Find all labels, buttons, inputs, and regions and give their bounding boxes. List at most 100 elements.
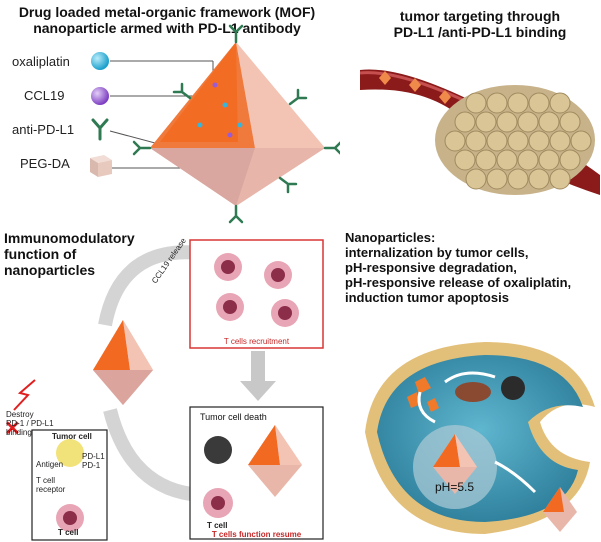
mitochondrion-icon (455, 382, 491, 402)
t-cells-group (214, 253, 299, 327)
np-title-line5: induction tumor apoptosis (345, 290, 509, 305)
t-cell-label: T cell (58, 528, 79, 537)
tumor-sphere (465, 92, 487, 114)
np-title-line4: pH-responsive release of oxaliplatin, (345, 275, 572, 290)
tumor-sphere (465, 168, 487, 190)
arrow-internalization (494, 460, 537, 494)
degraded-fragments (407, 377, 439, 412)
tumor-sphere (486, 168, 508, 190)
immuno-title-line1: Immunomodulatory (4, 230, 135, 246)
peg-da-cube-icon (90, 155, 112, 177)
ph-label: pH=5.5 (435, 480, 475, 494)
legend-label-peg-da: PEG-DA (20, 156, 70, 171)
pd1-label: PD-1 (82, 461, 101, 470)
arrow-down-curve (103, 408, 201, 502)
nanoparticles-in-vessel (379, 71, 451, 104)
mof-octahedron (150, 42, 325, 206)
oxaliplatin-sphere-icon (91, 52, 109, 70)
nanoparticle-title: Nanoparticles: internalization by tumor … (345, 230, 600, 305)
tumor-death-label: Tumor cell death (200, 412, 267, 422)
tumor-sphere (549, 92, 571, 114)
legend-label-anti-pdl1: anti-PD-L1 (12, 122, 75, 137)
immuno-title-line2: function of (4, 246, 77, 262)
dead-tumor-cell-icon (204, 436, 232, 464)
arrow-degradation (417, 391, 436, 424)
antigen-label: Antigen (36, 460, 64, 469)
tumor-sphere (528, 168, 550, 190)
t-cell-label-2: T cell (207, 521, 228, 530)
legend-label-oxaliplatin: oxaliplatin (12, 54, 70, 69)
targeting-title: tumor targeting through PD-L1 /anti-PD-L… (360, 8, 600, 40)
tumor-cell-internalization (365, 342, 595, 534)
tumor-sphere (528, 92, 550, 114)
mof-antibodies (132, 24, 340, 224)
tumor-cells (444, 92, 592, 190)
destroy-line2: PD-1 / PD-L1 (6, 419, 54, 428)
arrow-release (444, 371, 496, 384)
tumor-sphere (507, 92, 529, 114)
tumor-sphere (517, 111, 539, 133)
endosome-nanoparticle (433, 434, 477, 494)
pdl1-label: PD-L1 (82, 452, 105, 461)
tumor-sphere (475, 149, 497, 171)
resume-caption: T cells function resume (211, 530, 302, 539)
arrow-up-curve (98, 245, 201, 327)
targeting-title-line1: tumor targeting through (399, 8, 561, 24)
tumor-sphere (517, 149, 539, 171)
tcr-label: T cell receptor (36, 476, 65, 494)
tumor-sphere (486, 130, 508, 152)
tumor-sphere (475, 111, 497, 133)
np-title-line2: internalization by tumor cells, (345, 245, 529, 260)
tumor-sphere (549, 168, 571, 190)
recruitment-box (189, 239, 324, 349)
tumor-sphere (496, 111, 518, 133)
tumor-sphere (538, 111, 560, 133)
recruitment-caption: T cells recruitment (223, 337, 290, 346)
immuno-illustration: ✕ (4, 239, 324, 541)
mof-title-line2: nanoparticle armed with PD-L1 antibody (33, 20, 301, 36)
mof-legend: oxaliplatin CCL19 anti-PD-L1 PEG-DA (0, 48, 130, 188)
tumor-sphere (538, 149, 560, 171)
immuno-title: Immunomodulatory function of nanoparticl… (4, 230, 154, 278)
tumor-cell-label: Tumor cell (52, 432, 92, 441)
ccl19-sphere-icon (91, 87, 109, 105)
mof-title: Drug loaded metal-organic framework (MOF… (2, 4, 332, 36)
tumor-sphere (465, 130, 487, 152)
np-title-line1: Nanoparticles: (345, 230, 436, 245)
immuno-title-line3: nanoparticles (4, 262, 96, 278)
mof-title-line1: Drug loaded metal-organic framework (MOF… (18, 4, 316, 20)
tumor-sphere (454, 111, 476, 133)
tumor-sphere (570, 130, 592, 152)
tumor-cell-icon (56, 439, 84, 467)
legend-label-ccl19: CCL19 (24, 88, 65, 103)
antibody-icon (91, 118, 109, 141)
tumor-sphere (549, 130, 571, 152)
tumor-sphere (528, 130, 550, 152)
tumor-sphere (444, 130, 466, 152)
mof-illustration (90, 24, 340, 224)
arrow-middle-shaft (251, 351, 265, 381)
tcr-line1: T cell (36, 476, 55, 485)
tumor-sphere (507, 168, 529, 190)
tumor-targeting-illustration (360, 69, 600, 195)
block-x-icon: ✕ (4, 418, 21, 440)
incoming-nanoparticle (543, 487, 577, 532)
tumor-sphere (454, 149, 476, 171)
destroy-label: Destroy PD-1 / PD-L1 binding (6, 410, 54, 437)
tumor-sphere (486, 92, 508, 114)
tcr-line2: receptor (36, 485, 66, 494)
targeting-title-line2: PD-L1 /anti-PD-L1 binding (393, 24, 567, 40)
tumor-sphere (559, 111, 581, 133)
np-title-line3: pH-responsive degradation, (345, 260, 517, 275)
mof-drug-dots (197, 82, 243, 138)
arrow-middle-head (240, 381, 276, 401)
lysosome-icon (501, 376, 525, 400)
tumor-sphere (496, 149, 518, 171)
destroy-line3: binding (6, 428, 32, 437)
tumor-sphere (507, 130, 529, 152)
destroy-line1: Destroy (6, 410, 34, 419)
center-nanoparticle (93, 320, 153, 405)
tumor-sphere (559, 149, 581, 171)
lightning-icon (13, 379, 36, 411)
death-box-nanoparticle (248, 425, 302, 497)
